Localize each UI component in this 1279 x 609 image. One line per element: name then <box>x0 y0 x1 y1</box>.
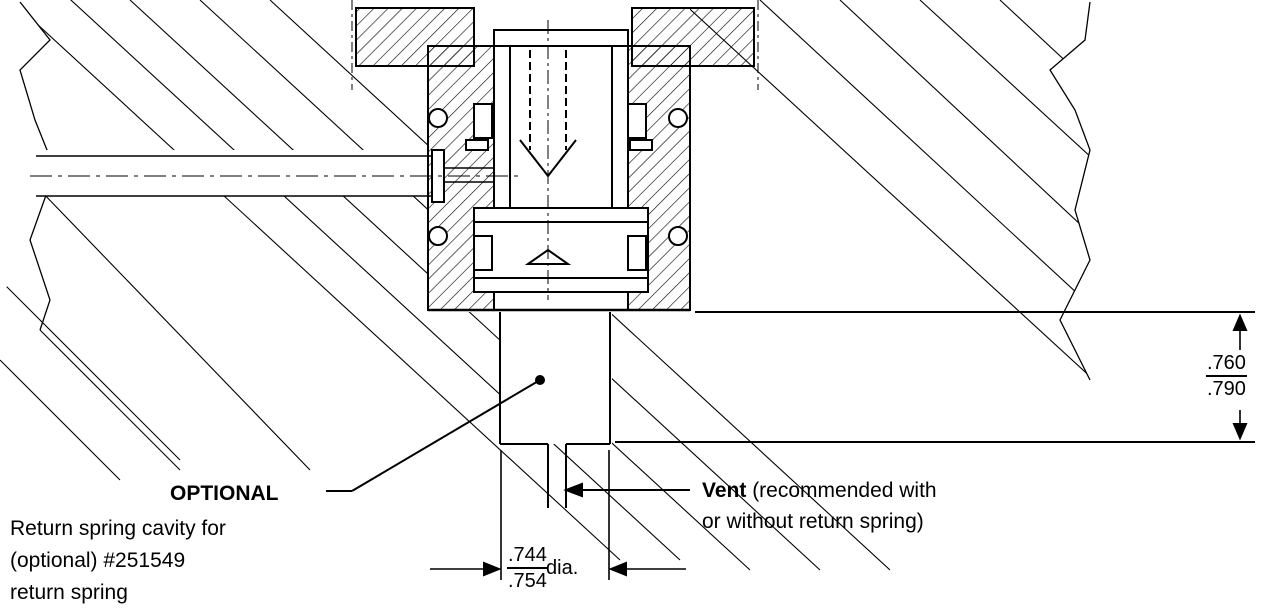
optional-line-2: (optional) #251549 <box>10 549 186 572</box>
plate-outline <box>19 1 1091 381</box>
optional-title: OPTIONAL <box>170 482 279 505</box>
dimension-lines <box>430 311 1255 580</box>
seals <box>428 103 688 271</box>
leader-lines <box>326 379 690 498</box>
diameter-suffix: dia. <box>546 557 579 579</box>
depth-lower: .790 <box>1207 378 1246 400</box>
piston <box>473 20 649 300</box>
optional-line-3: return spring <box>10 581 128 604</box>
diameter-upper: .744 <box>507 544 548 569</box>
diameter-dimension-value: .744 .754 <box>507 544 548 592</box>
vent-callout-line-2: or without return spring) <box>702 510 924 533</box>
diameter-lower: .754 <box>508 570 547 592</box>
vent-title: Vent <box>702 479 747 502</box>
vent-callout-line-1: Vent (recommended with <box>702 478 937 503</box>
depth-upper: .760 <box>1206 352 1247 377</box>
depth-dimension-value: .760 .790 <box>1206 352 1247 400</box>
vent-line-1-rest: (recommended with <box>746 479 937 502</box>
optional-line-1: Return spring cavity for <box>10 517 226 540</box>
feed-passage <box>30 149 520 203</box>
